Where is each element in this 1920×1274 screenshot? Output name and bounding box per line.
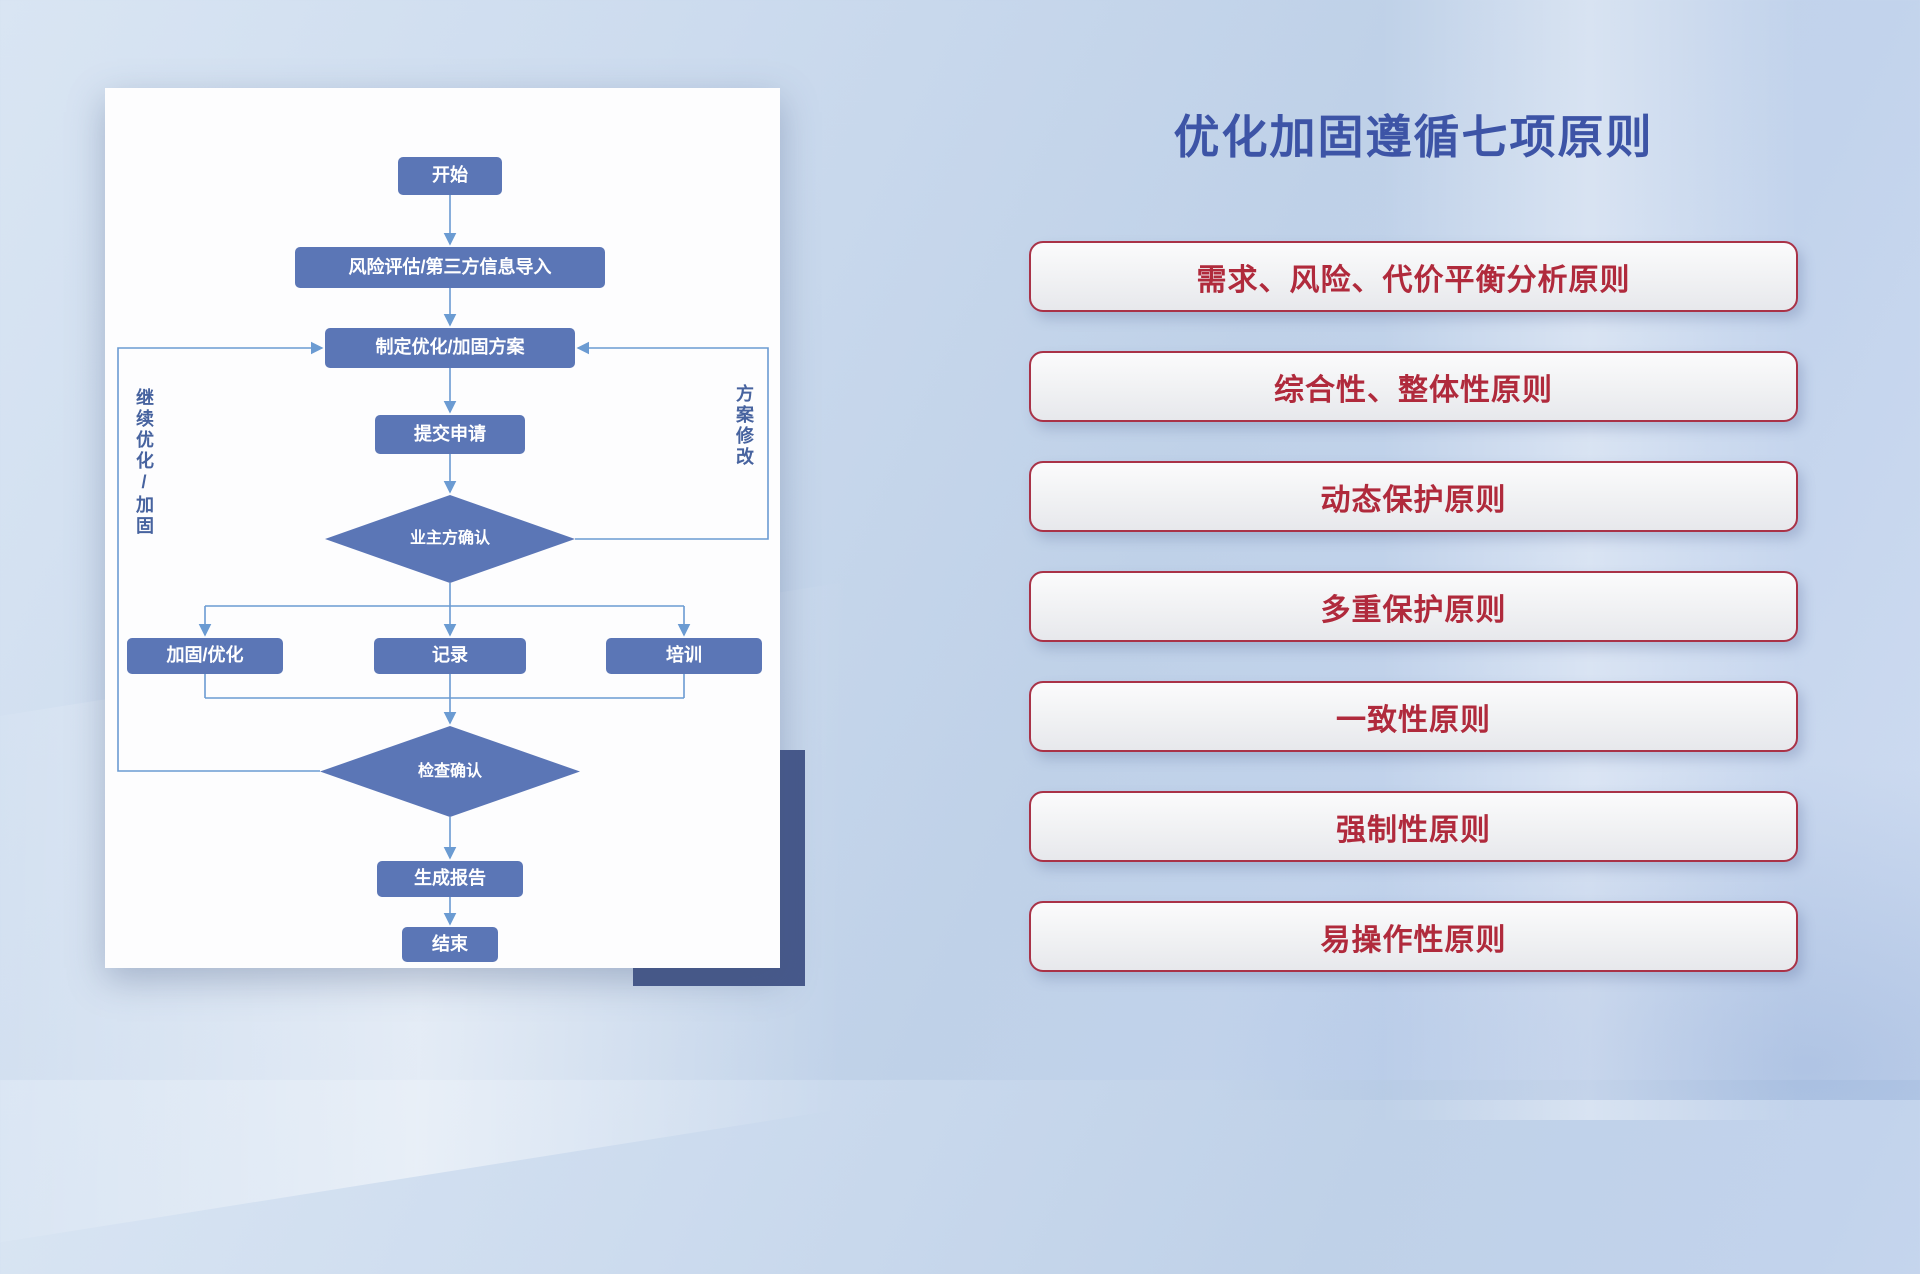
principle-item-consistency: 一致性原则 bbox=[1029, 681, 1798, 752]
principle-item-multiple-protection: 多重保护原则 bbox=[1029, 571, 1798, 642]
flowchart-connectors bbox=[117, 195, 769, 926]
principle-label: 易操作性原则 bbox=[1320, 923, 1507, 957]
flow-node-reinforce-optimize: 加固/优化 bbox=[127, 638, 283, 674]
principle-label: 动态保护原则 bbox=[1320, 483, 1507, 517]
flow-node-submit-request: 提交申请 bbox=[375, 415, 525, 454]
principle-item-dynamic-protection: 动态保护原则 bbox=[1029, 461, 1798, 532]
loop-label-continue-optimize: 继续优化/加固 bbox=[134, 388, 154, 537]
flowchart-card: 开始 风险评估/第三方信息导入 制定优化/加固方案 提交申请 业主方确认 加固/… bbox=[105, 88, 780, 968]
principle-item-operability: 易操作性原则 bbox=[1029, 901, 1798, 972]
principle-item-comprehensive: 综合性、整体性原则 bbox=[1029, 351, 1798, 422]
loop-label-plan-modify: 方案修改 bbox=[734, 384, 754, 468]
principle-label: 综合性、整体性原则 bbox=[1274, 373, 1553, 407]
flow-node-risk-import: 风险评估/第三方信息导入 bbox=[295, 247, 605, 288]
flow-node-record: 记录 bbox=[374, 638, 526, 674]
flow-node-generate-report: 生成报告 bbox=[377, 861, 523, 897]
principle-item-mandatory: 强制性原则 bbox=[1029, 791, 1798, 862]
principle-label: 强制性原则 bbox=[1336, 813, 1491, 847]
principles-list: 需求、风险、代价平衡分析原则 综合性、整体性原则 动态保护原则 多重保护原则 一… bbox=[1029, 241, 1798, 972]
page-title: 优化加固遵循七项原则 bbox=[1173, 111, 1654, 163]
principle-label: 一致性原则 bbox=[1336, 703, 1491, 737]
flow-node-end: 结束 bbox=[402, 927, 498, 962]
flow-node-training: 培训 bbox=[606, 638, 762, 674]
principle-item-balance: 需求、风险、代价平衡分析原则 bbox=[1029, 241, 1798, 312]
flow-node-make-plan: 制定优化/加固方案 bbox=[325, 328, 575, 368]
principle-label: 需求、风险、代价平衡分析原则 bbox=[1196, 263, 1631, 297]
flow-node-start: 开始 bbox=[398, 157, 502, 195]
principle-label: 多重保护原则 bbox=[1320, 593, 1507, 627]
